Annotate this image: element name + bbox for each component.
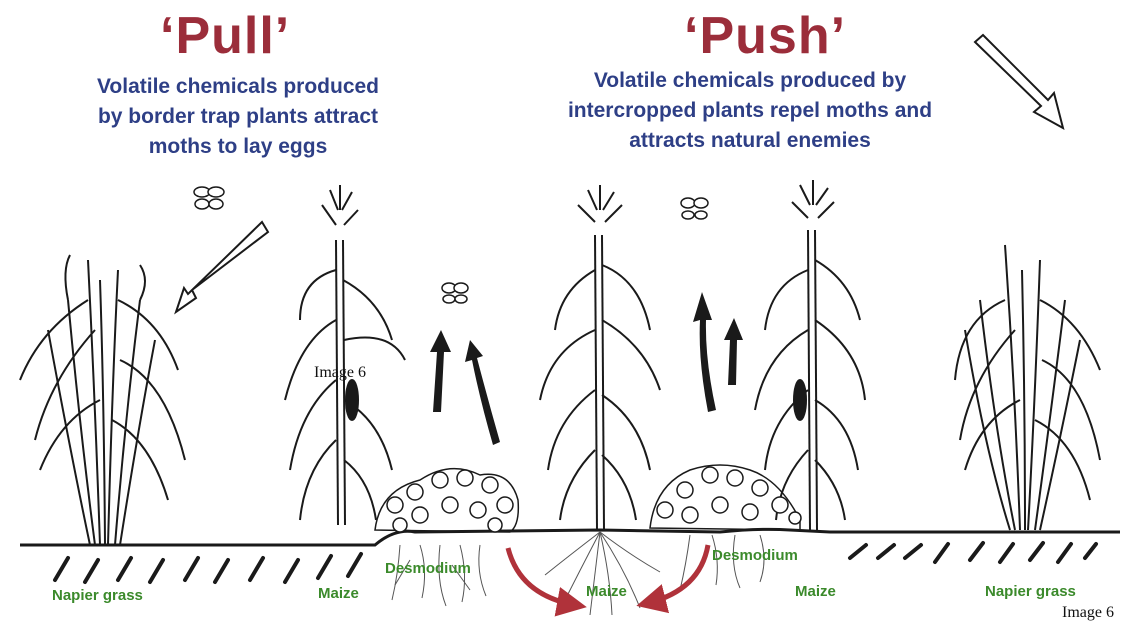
push-description-line-3: attracts natural enemies [500,126,1000,156]
napier-grass-right [955,245,1100,530]
desmodium-clump-right [650,465,801,530]
ground-line [20,529,1120,545]
volatile-arrows [430,292,743,445]
root-arrow-right [648,545,708,603]
label-desmodium-right: Desmodium [712,547,798,564]
moth-1 [194,187,224,209]
up-arrow-1 [430,330,451,412]
pull-description-line-3: moths to lay eggs [58,132,418,162]
label-desmodium-left: Desmodium [385,560,471,577]
desmodium-clump-left [375,469,518,532]
up-arrow-2 [465,340,500,445]
pull-description-line-1: Volatile chemicals produced [58,72,418,102]
maize-plant-right [755,180,865,530]
push-title: ‘Push’ [684,6,846,66]
root-arrow-left [508,548,575,605]
ground-hatches-left [55,554,361,582]
maize-plant-center [540,185,660,530]
label-napier-grass-left: Napier grass [52,587,143,604]
up-arrow-3 [693,292,716,412]
push-description-line-2: intercropped plants repel moths and [500,96,1000,126]
napier-grass-left [20,255,185,545]
label-maize-left: Maize [318,585,359,602]
moth-2 [442,283,468,303]
push-description: Volatile chemicals produced by intercrop… [500,66,1000,156]
image-caption-corner: Image 6 [1062,604,1114,622]
moth-3 [681,198,708,219]
push-description-line-1: Volatile chemicals produced by [500,66,1000,96]
label-maize-center: Maize [586,583,627,600]
pull-arrow [176,222,268,312]
pull-description-line-2: by border trap plants attract [58,102,418,132]
image-caption-overlay: Image 6 [314,364,366,382]
pull-title: ‘Pull’ [160,6,290,66]
pull-description: Volatile chemicals produced by border tr… [58,72,418,162]
maize-plant-left [285,185,405,525]
label-napier-grass-right: Napier grass [985,583,1076,600]
label-maize-right: Maize [795,583,836,600]
ground-hatches-right [850,543,1096,562]
up-arrow-4 [724,318,743,385]
